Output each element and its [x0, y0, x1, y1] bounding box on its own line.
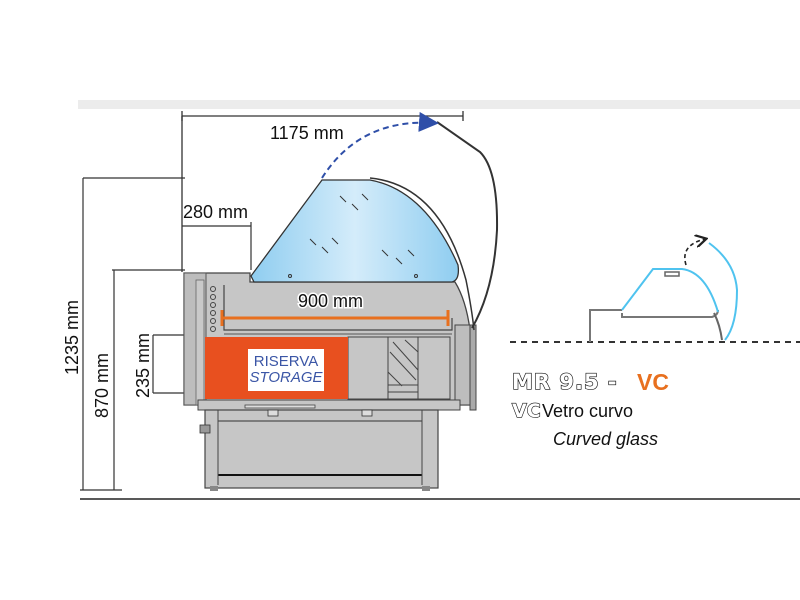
storage-compartment: RISERVA STORAGE — [205, 337, 348, 399]
glass-outer-curve — [369, 177, 475, 331]
label-total-height: 1235 mm — [62, 300, 82, 375]
model-legend: MR 9.5 - VC VC Vetro curvo Curved glass — [511, 369, 669, 449]
storage-label-it: RISERVA — [254, 353, 318, 370]
profile-thumbnail — [510, 239, 800, 343]
label-total-depth: 1175 mm — [270, 123, 344, 143]
dimension-internal-depth — [220, 310, 450, 326]
control-panel — [210, 286, 216, 332]
curved-glass — [250, 179, 460, 283]
dimension-total-height — [80, 177, 185, 491]
dimension-storage-height — [152, 334, 186, 394]
variant-code-label: VC — [512, 400, 541, 422]
dimension-total-depth — [181, 111, 464, 272]
label-internal-depth: 900 mm — [298, 291, 363, 311]
model-variant-code: VC — [637, 369, 669, 395]
label-counter-height: 870 mm — [92, 353, 112, 418]
header-bar — [78, 100, 800, 109]
variant-name-it: Vetro curvo — [542, 401, 633, 421]
label-storage-height: 235 mm — [133, 333, 153, 398]
variant-name-en: Curved glass — [553, 429, 658, 449]
storage-label-en: STORAGE — [249, 369, 323, 386]
opened-glass-outline — [436, 121, 499, 329]
dimension-counter-height — [112, 269, 185, 490]
counter-stand — [199, 409, 439, 491]
opening-arrow — [321, 111, 439, 179]
model-name: MR 9.5 - — [512, 370, 618, 394]
label-top-shelf: 280 mm — [183, 202, 248, 222]
glass-reflection-marks — [288, 193, 418, 278]
dimension-top-shelf — [182, 222, 252, 270]
